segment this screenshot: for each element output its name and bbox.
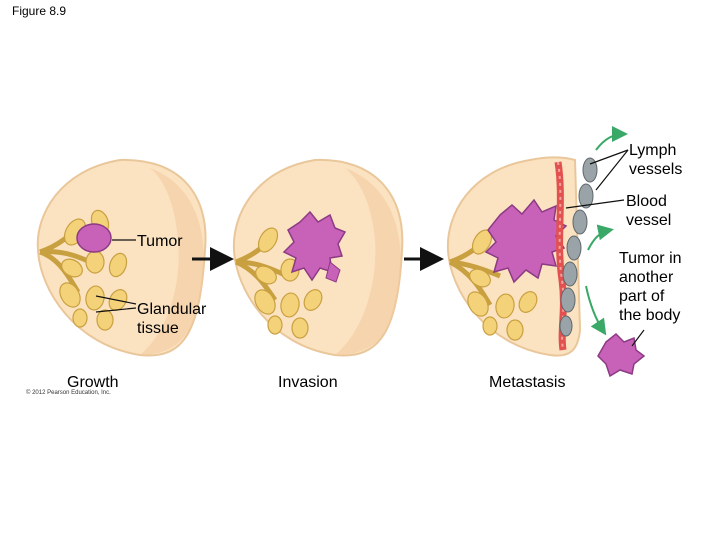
copyright-notice: © 2012 Pearson Education, Inc. bbox=[26, 390, 111, 396]
breast-metastasis bbox=[446, 126, 628, 357]
stage-label-growth: Growth bbox=[67, 374, 119, 391]
breast-growth bbox=[36, 158, 207, 357]
lymph-vessel bbox=[559, 157, 598, 337]
leader-lines bbox=[95, 149, 645, 347]
figure-title: Figure 8.9 bbox=[12, 4, 67, 18]
glandular-tissue bbox=[234, 227, 323, 339]
label-tumor: Tumor bbox=[137, 233, 183, 250]
stage-label-invasion: Invasion bbox=[278, 374, 338, 391]
tumor-small bbox=[76, 223, 112, 253]
spread-arrow-upper bbox=[587, 224, 614, 251]
label-tumor-other-part: Tumor in another part of the body bbox=[619, 250, 682, 324]
distant-tumor bbox=[597, 332, 646, 378]
breast-invasion bbox=[232, 158, 404, 357]
glandular-tissue bbox=[448, 229, 538, 341]
label-blood-vessel: Blood vessel bbox=[626, 193, 672, 229]
tumor-metastatic bbox=[484, 198, 568, 284]
label-lymph-vessels: Lymph vessels bbox=[629, 142, 683, 178]
spread-arrow-lower bbox=[585, 285, 607, 336]
label-glandular-tissue: Glandular tissue bbox=[137, 301, 207, 337]
breast-shadow bbox=[140, 168, 205, 355]
stage-label-metastasis: Metastasis bbox=[489, 374, 566, 391]
lymph-flow-arrow bbox=[595, 126, 628, 151]
